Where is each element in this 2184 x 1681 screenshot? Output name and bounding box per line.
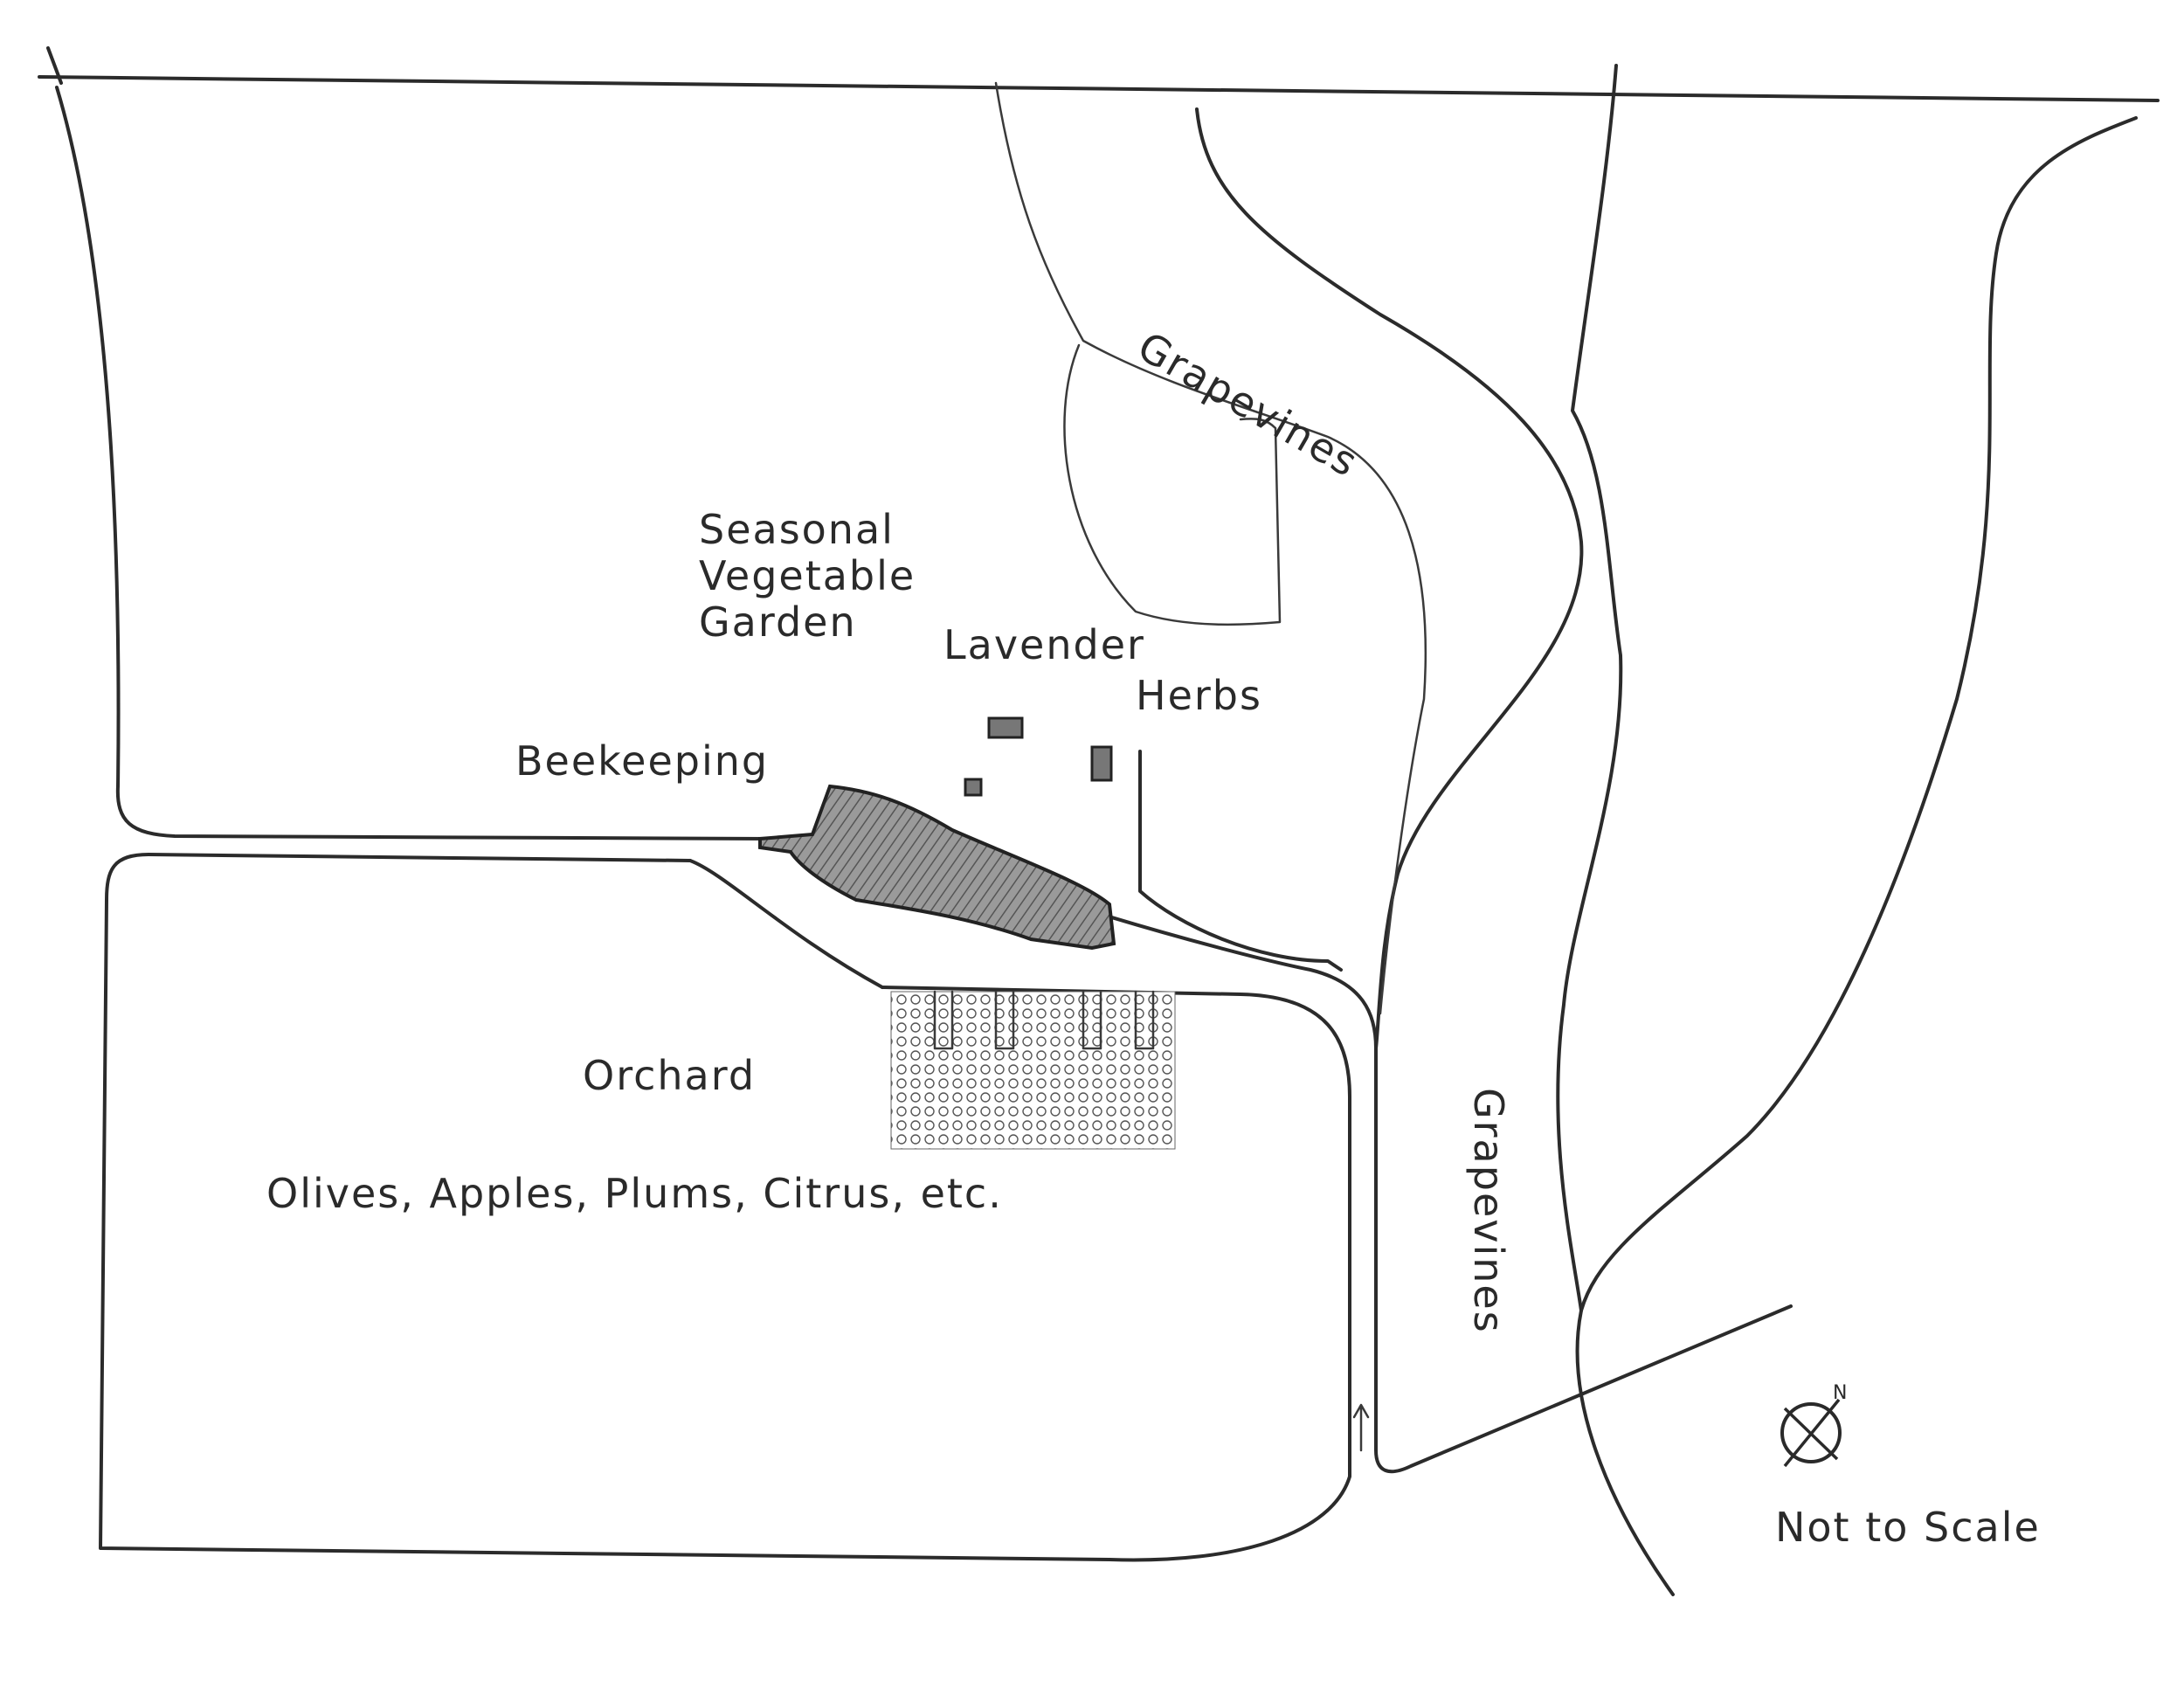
label-orchard-contents: Olives, Apples, Plums, Citrus, etc. bbox=[266, 1170, 1003, 1217]
grapevines-west-boundary bbox=[1195, 107, 1584, 1050]
label-herbs: Herbs bbox=[1136, 672, 1262, 719]
vegetable-garden-boundary bbox=[55, 86, 884, 840]
label-beekeeping: Beekeeping bbox=[515, 737, 770, 785]
label-not-to-scale: Not to Scale bbox=[1775, 1504, 2041, 1551]
label-compass-north: N bbox=[1833, 1382, 1848, 1404]
property-east-boundary bbox=[1579, 116, 2138, 1312]
entrance-arrow-icon bbox=[1352, 1403, 1370, 1452]
herb-gate-post bbox=[1090, 745, 1113, 782]
garden-path bbox=[994, 81, 1427, 1015]
driveway-north-edge bbox=[1138, 750, 1343, 972]
boundary-north-line bbox=[38, 75, 2160, 102]
compass-rose-icon bbox=[1780, 1398, 1842, 1468]
label-grapevines-east: Grapevines bbox=[1465, 1088, 1512, 1334]
label-seasonal-vegetable-garden: Seasonal Vegetable Garden bbox=[699, 507, 916, 646]
orchard-tree-block bbox=[890, 991, 1176, 1150]
orchard-notches bbox=[933, 990, 1155, 1050]
orchard-boundary bbox=[99, 853, 1351, 1562]
orchard-drive-edge bbox=[688, 859, 884, 989]
label-orchard: Orchard bbox=[583, 1052, 757, 1099]
lavender-bed-outline bbox=[1063, 343, 1282, 626]
herb-shed bbox=[987, 716, 1024, 739]
label-vegetable-line1: Seasonal bbox=[699, 506, 895, 553]
small-shed bbox=[964, 778, 983, 797]
label-lavender: Lavender bbox=[943, 621, 1145, 668]
label-vegetable-line2: Vegetable bbox=[699, 551, 916, 599]
main-building bbox=[758, 784, 1116, 951]
property-center-line bbox=[1556, 64, 1675, 1596]
label-vegetable-line3: Garden bbox=[699, 598, 857, 646]
boundary-northwest-corner bbox=[46, 46, 63, 85]
